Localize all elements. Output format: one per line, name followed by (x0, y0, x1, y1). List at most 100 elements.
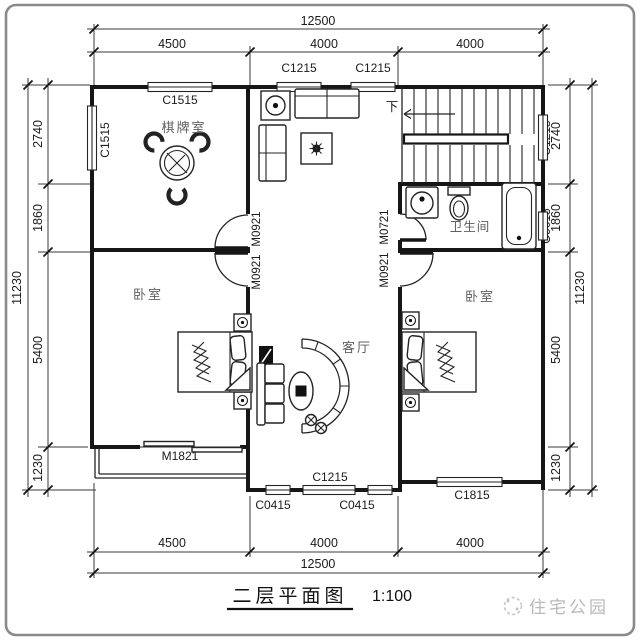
door-bedroom-right (399, 251, 434, 287)
nightstand (401, 393, 420, 412)
dim-left-seg-3: 5400 (31, 336, 45, 364)
staircase (402, 89, 535, 182)
dim-left-overall: 11230 (10, 271, 24, 305)
door-label-bedroom-left: M0921 (251, 254, 263, 289)
window-label-game-top: C1515 (162, 93, 198, 107)
dim-bottom-seg-1: 4500 (158, 536, 186, 550)
door-label-bathroom: M0721 (379, 209, 391, 244)
bedroom-right-furniture (401, 311, 477, 412)
balcony-railing (94, 449, 246, 479)
dim-top-seg-3: 4000 (456, 37, 484, 51)
drawing-title: 二层平面图 1:100 (227, 586, 412, 611)
dim-right-seg-2: 1860 (549, 204, 563, 232)
window-label-living-bottom-right: C0415 (339, 498, 375, 512)
dimension-chain-right: 2740 1860 5400 1230 11230 C1215 C0615 (539, 78, 598, 497)
bathroom-toilet (447, 186, 471, 221)
window-living-bottom-left (265, 484, 291, 496)
dim-right-overall: 11230 (573, 271, 587, 305)
dim-bottom-seg-2: 4000 (310, 536, 338, 550)
bathroom-bathtub (501, 182, 537, 250)
window-label-game-left: C1515 (98, 122, 112, 158)
lamp-table (260, 90, 291, 121)
pillow (229, 335, 247, 361)
game-room-table-set (143, 131, 211, 206)
stools (304, 413, 328, 435)
window-living-bottom-right (367, 484, 393, 496)
coffee-table (288, 371, 314, 411)
sliding-door-balcony (140, 440, 243, 453)
dimension-chain-top: 12500 4500 4000 4000 C1215 C1215 (87, 14, 550, 85)
dim-left-seg-1: 2740 (31, 120, 45, 148)
chair (143, 131, 165, 153)
dim-top-seg-1: 4500 (158, 37, 186, 51)
door-label-bedroom-right: M0921 (379, 252, 391, 287)
chair (189, 131, 211, 153)
dim-left-seg-2: 1860 (31, 204, 45, 232)
dim-right-seg-1: 2740 (549, 122, 563, 150)
dim-top-overall: 12500 (301, 14, 336, 28)
nightstand (401, 311, 420, 330)
dim-left-seg-4: 1230 (31, 454, 45, 482)
quilt-pattern (191, 341, 212, 383)
room-label-living-room: 客厅 (342, 340, 372, 355)
chair (166, 184, 188, 206)
dim-top-seg-2: 4000 (310, 37, 338, 51)
blanket-fold (224, 366, 251, 391)
watermark-logo-icon (503, 596, 523, 616)
sofa-l-shape (258, 124, 287, 182)
watermark: 住宅公园 (503, 596, 609, 617)
room-label-game-room: 棋牌室 (161, 120, 206, 135)
window-game-top (147, 81, 213, 93)
sofa-modules (256, 362, 285, 426)
door-game-room (214, 214, 249, 250)
bathroom-sink (405, 186, 439, 219)
dim-right-seg-4: 1230 (549, 454, 563, 482)
watermark-logo-dot (515, 607, 519, 611)
window-label-living-bottom-center: C1215 (312, 470, 348, 484)
window-label-hall-top-right: C1215 (355, 61, 391, 75)
nightstand (233, 313, 252, 332)
quilt-pattern (435, 341, 456, 383)
living-room-furniture (256, 338, 350, 435)
window-label-bedroom-right-bottom: C1815 (454, 488, 490, 502)
door-bathroom (399, 213, 427, 242)
hall-sitting-area (258, 88, 360, 182)
stair-handrail (402, 133, 510, 145)
room-label-bedroom-right: 卧室 (465, 289, 495, 304)
title-text: 二层平面图 (232, 586, 347, 607)
room-label-bedroom-left: 卧室 (133, 287, 163, 302)
blanket-fold (403, 366, 430, 391)
dim-bottom-seg-3: 4000 (456, 536, 484, 550)
door-bedroom-left (214, 251, 249, 287)
window-stair-right (537, 114, 549, 161)
window-living-bottom-center (302, 484, 356, 496)
pillow (406, 335, 424, 361)
bathroom-fixtures (405, 182, 537, 250)
curved-sofa (301, 338, 350, 434)
door-label-balcony: M1821 (162, 449, 199, 463)
bedroom-left-furniture (177, 313, 253, 410)
title-scale: 1:100 (372, 588, 412, 605)
window-label-living-bottom-left: C0415 (255, 498, 291, 512)
windows-glyphs (86, 81, 549, 496)
nightstand (233, 391, 252, 410)
walls (90, 85, 545, 492)
watermark-logo-dot (506, 599, 510, 603)
dim-bottom-overall: 12500 (301, 557, 336, 571)
window-label-hall-top-left: C1215 (281, 61, 317, 75)
stair-down-arrow (403, 108, 455, 120)
dimension-chain-bottom: 4500 4000 4000 12500 (87, 483, 550, 579)
dim-right-seg-3: 5400 (549, 336, 563, 364)
sofa-two-seat (294, 88, 360, 119)
window-bedroom-right-bottom (436, 476, 503, 488)
dimension-chain-left: 2740 1860 5400 1230 11230 (10, 78, 96, 497)
stairs-down-label: 下 (386, 100, 399, 114)
watermark-text: 住宅公园 (529, 598, 609, 617)
door-label-game-room: M0921 (251, 211, 263, 246)
window-game-left (86, 105, 98, 171)
room-label-bathroom: 卫生间 (450, 220, 491, 234)
window-bath-right (537, 211, 549, 241)
plant-table (300, 132, 333, 165)
